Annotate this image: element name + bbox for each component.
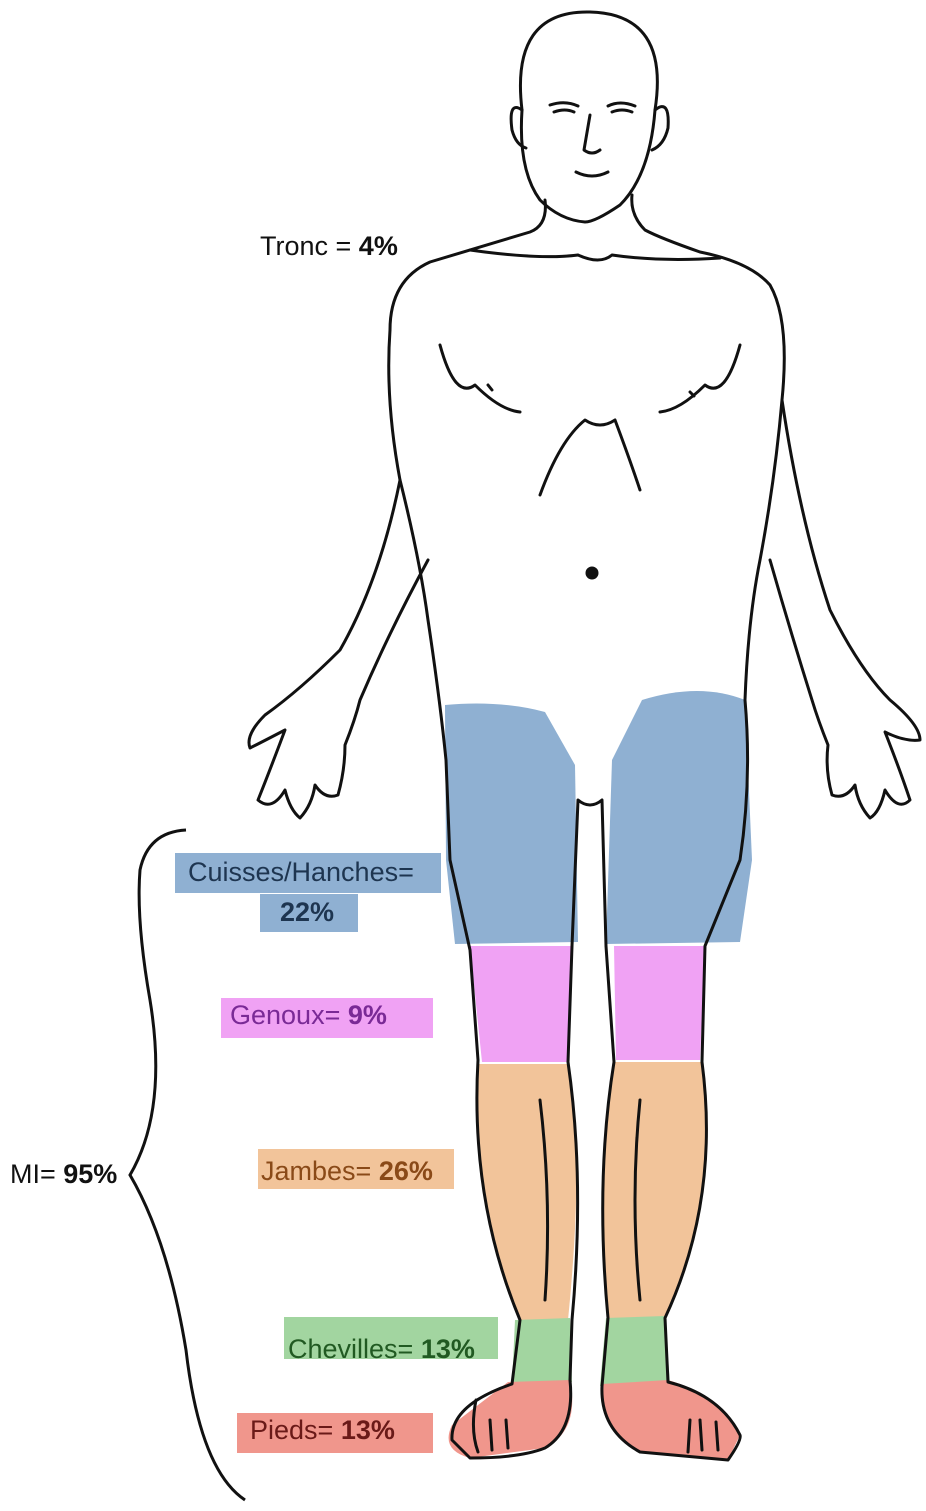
genoux-value: 9% bbox=[348, 1000, 387, 1030]
cuisses-label: Cuisses/Hanches= bbox=[188, 859, 414, 886]
jambes-name: Jambes= bbox=[261, 1156, 379, 1186]
ankle-zone bbox=[512, 1316, 670, 1386]
jambes-value: 26% bbox=[379, 1156, 433, 1186]
genoux-label: Genoux= 9% bbox=[230, 1002, 387, 1029]
thigh-zone bbox=[445, 691, 752, 944]
jambes-label: Jambes= 26% bbox=[261, 1158, 433, 1185]
chevilles-name: Chevilles= bbox=[288, 1334, 421, 1364]
leg-zone bbox=[477, 1062, 707, 1320]
cuisses-value-label: 22% bbox=[280, 899, 334, 926]
pieds-value: 13% bbox=[341, 1415, 395, 1445]
pieds-label: Pieds= 13% bbox=[250, 1417, 395, 1444]
tronc-value: 4% bbox=[359, 231, 398, 261]
mi-name: MI= bbox=[10, 1159, 63, 1189]
cuisses-name: Cuisses/Hanches= bbox=[188, 857, 414, 887]
knee-zone bbox=[470, 946, 705, 1062]
cuisses-value: 22% bbox=[280, 897, 334, 927]
chevilles-label: Chevilles= 13% bbox=[288, 1336, 475, 1363]
chevilles-value: 13% bbox=[421, 1334, 475, 1364]
tronc-label: Tronc = 4% bbox=[260, 233, 398, 260]
mi-brace bbox=[130, 830, 245, 1500]
pieds-name: Pieds= bbox=[250, 1415, 341, 1445]
mi-value: 95% bbox=[63, 1159, 117, 1189]
genoux-name: Genoux= bbox=[230, 1000, 348, 1030]
mi-label: MI= 95% bbox=[10, 1161, 117, 1188]
tronc-name: Tronc = bbox=[260, 231, 359, 261]
